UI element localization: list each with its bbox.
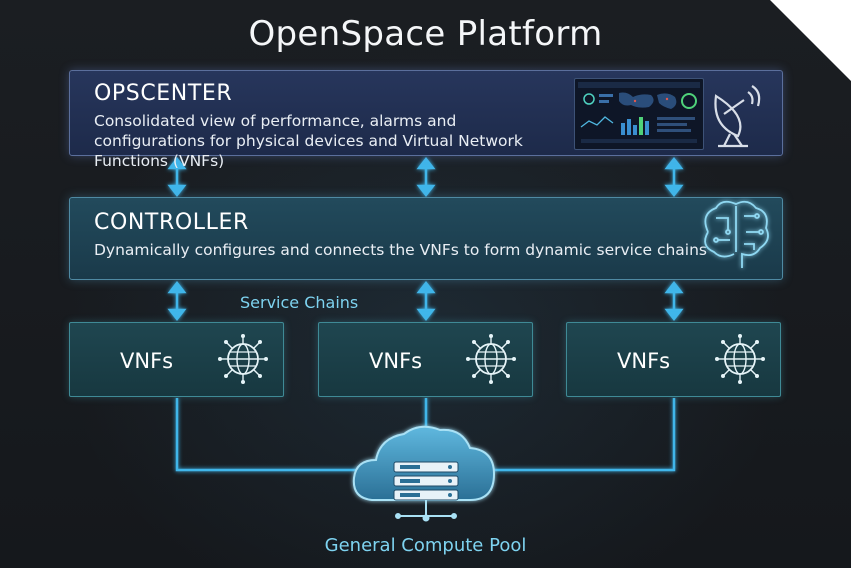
arrow-ops-controller-right: [664, 156, 684, 198]
compute-pool-label: General Compute Pool: [324, 535, 527, 556]
vnf-label-2: VNFs: [369, 349, 423, 373]
vnf-box-3: VNFs: [566, 322, 781, 397]
service-chains-label: Service Chains: [240, 293, 359, 312]
vnf-box-1: VNFs: [69, 322, 284, 397]
vnf-box-2: VNFs: [318, 322, 533, 397]
opscenter-description: Consolidated view of performance, alarms…: [94, 112, 523, 170]
arrow-ops-controller-left: [167, 156, 187, 198]
arrow-controller-vnf-center: [416, 280, 436, 322]
vnf-label-3: VNFs: [617, 349, 671, 373]
dashboard-icon: [574, 78, 704, 150]
vnf-label-1: VNFs: [120, 349, 174, 373]
arrow-controller-vnf-right: [664, 280, 684, 322]
arrow-ops-controller-center: [416, 156, 436, 198]
page-title: OpenSpace Platform: [248, 14, 603, 54]
controller-panel: CONTROLLER Dynamically configures and co…: [69, 197, 783, 280]
pool-links: [175, 398, 676, 472]
controller-heading: CONTROLLER: [94, 210, 249, 235]
controller-description: Dynamically configures and connects the …: [94, 241, 707, 259]
opscenter-heading: OPSCENTER: [94, 81, 233, 106]
arrow-controller-vnf-left: [167, 280, 187, 322]
